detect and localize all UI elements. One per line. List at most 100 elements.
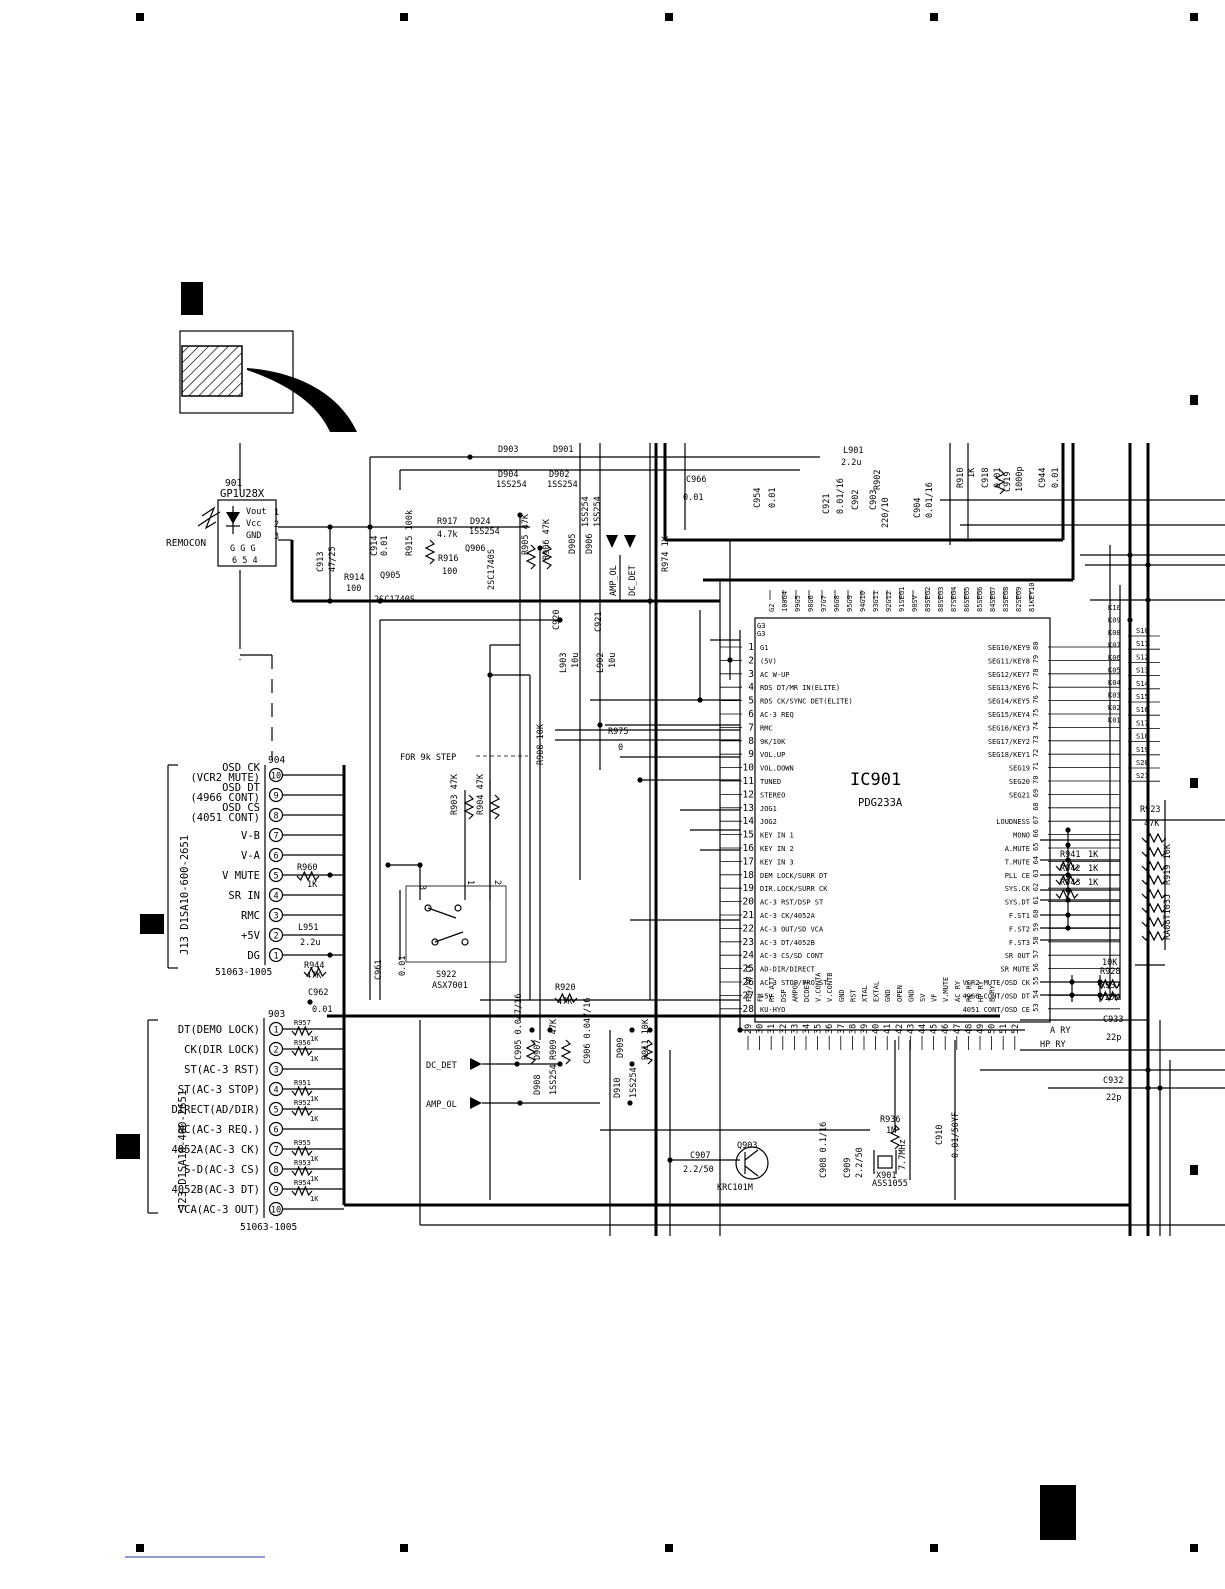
sensor-pin-number: 1 bbox=[274, 508, 279, 518]
resistor-symbol bbox=[489, 794, 501, 820]
resistor-value: 1K bbox=[310, 1115, 319, 1123]
ic-pin-label: FM+/AM CK bbox=[745, 963, 753, 1002]
connector-pin-number: 8 bbox=[273, 812, 278, 822]
junction bbox=[514, 1061, 520, 1067]
part-label: 1000p bbox=[1015, 466, 1025, 492]
connector-pin-number: 2 bbox=[273, 1046, 278, 1056]
junction bbox=[307, 999, 313, 1005]
connector-ref: 903 bbox=[268, 1009, 285, 1020]
connector-j23-outline bbox=[147, 1018, 265, 1218]
connector-pin bbox=[268, 1101, 284, 1117]
ic-pin-number: 82SEG9 bbox=[1015, 587, 1023, 612]
resistor-value: 1K bbox=[310, 1055, 319, 1063]
connector-pin-label: VCA(AC-3 OUT) bbox=[178, 1204, 260, 1216]
ic-pin-number: 91SEG1 bbox=[898, 587, 906, 612]
ic-pin-number: 53 bbox=[1032, 1003, 1040, 1011]
part-label: D904 bbox=[498, 470, 518, 480]
part-label: ASS1055 bbox=[872, 1179, 908, 1189]
ic-pin-label: AC-3 DT/4052B bbox=[760, 939, 815, 947]
connector-pin-number: 4 bbox=[273, 892, 278, 902]
ic-pin-number: 38 bbox=[848, 1024, 858, 1034]
connector-pin-number: 9 bbox=[273, 1186, 278, 1196]
ic-pin-number: 17 bbox=[743, 856, 754, 867]
connector-pin-label: V-B bbox=[241, 830, 260, 842]
ic-pin-number: 83SEG8 bbox=[1002, 587, 1010, 612]
connector-pin-label: OSD DT bbox=[222, 782, 261, 794]
junction bbox=[727, 657, 733, 663]
part-label: C907 bbox=[690, 1151, 710, 1161]
ic-pin-label: 9K/10K bbox=[760, 738, 786, 746]
part-label: A RY bbox=[1050, 1026, 1070, 1036]
junction bbox=[597, 722, 603, 728]
connector-pin-label: 4052A(AC-3 CK) bbox=[171, 1144, 260, 1156]
part-label: 1K bbox=[1088, 850, 1099, 860]
segment-label: S11 bbox=[1136, 640, 1149, 648]
ic-pin-label: FM bbox=[757, 994, 765, 1002]
resistor-symbol bbox=[291, 1025, 313, 1037]
part-label: 0.01/16 bbox=[925, 482, 935, 518]
part-label: C904 bbox=[913, 498, 923, 518]
junction bbox=[1145, 562, 1151, 568]
connector-pin bbox=[268, 1041, 284, 1057]
part-label: 100 bbox=[346, 584, 361, 594]
part-label: C913 bbox=[316, 552, 326, 572]
part-label: Q905 bbox=[380, 571, 400, 581]
part-label: C914 bbox=[370, 536, 380, 556]
junction bbox=[1157, 1085, 1163, 1091]
ic-pin-label: B RY bbox=[989, 984, 997, 1002]
resistor-symbol bbox=[291, 1165, 313, 1177]
part-label: 1K bbox=[1088, 878, 1099, 888]
part-label: R903 47K bbox=[450, 773, 460, 815]
part-label: 47K bbox=[306, 971, 322, 981]
connector-pin bbox=[268, 827, 284, 843]
ic-pin-number: 98G6 bbox=[807, 595, 815, 612]
ic-pin-number: 80 bbox=[1032, 642, 1040, 650]
switch-s922 bbox=[405, 885, 507, 963]
resistor-symbol bbox=[889, 1124, 901, 1150]
resistor-ref: R954 bbox=[294, 1179, 311, 1187]
connector-pin bbox=[268, 807, 284, 823]
ic-pin-label: RDS DT/MR IN(ELITE) bbox=[760, 684, 840, 692]
ic-pin-label: KEY IN 2 bbox=[760, 845, 794, 853]
connector-pin-number: 6 bbox=[273, 852, 278, 862]
junction bbox=[629, 1027, 635, 1033]
resistor-symbol bbox=[525, 544, 537, 570]
resistor-symbol bbox=[424, 539, 436, 565]
part-label: 2SC1740S bbox=[487, 549, 497, 590]
resistor-symbol bbox=[525, 1039, 537, 1065]
connector-pin-label: V-A bbox=[241, 850, 261, 862]
part-label: R974 1K bbox=[661, 535, 671, 572]
junction bbox=[367, 524, 373, 530]
part-label: 0.01/16 bbox=[836, 478, 846, 514]
ic-pin-label: RC RY bbox=[965, 980, 973, 1002]
connector-footer: 51063-1005 bbox=[240, 1222, 297, 1233]
junction bbox=[1065, 827, 1071, 833]
part-label: 1K bbox=[307, 880, 318, 890]
ic-pin-label: KEY IN 1 bbox=[760, 832, 794, 840]
connector-pin-number: 10 bbox=[271, 772, 281, 782]
part-label: R917 bbox=[437, 517, 457, 527]
ic-pin-label: LOUDNESS bbox=[996, 818, 1030, 826]
connector-pin-number: 7 bbox=[273, 1146, 278, 1156]
part-label: L951 bbox=[298, 923, 318, 933]
ic-pin-label: 4051 CONT/OSD CE bbox=[963, 1006, 1030, 1014]
connector-pin-label: NC(AC-3 REQ.) bbox=[178, 1124, 260, 1136]
connector-pin-label: OSD CS bbox=[222, 802, 260, 814]
junction bbox=[517, 1100, 523, 1106]
junction bbox=[529, 1027, 535, 1033]
part-label: D906 bbox=[585, 534, 595, 554]
ic-pin-label: SEG10/KEY9 bbox=[988, 644, 1030, 652]
ic-pin-number: 47 bbox=[953, 1024, 963, 1034]
connector-pin-number: 9 bbox=[273, 792, 278, 802]
part-label: 3 bbox=[417, 885, 427, 890]
ic-pin-number: 6 bbox=[748, 709, 754, 720]
ic-pin-number: 71 bbox=[1032, 762, 1040, 770]
ic-pin-label: VOL.UP bbox=[760, 751, 785, 759]
junction bbox=[327, 598, 333, 604]
resistor-symbol bbox=[1097, 978, 1121, 990]
part-label: R908 10K bbox=[536, 723, 546, 765]
connector-pin-number: 5 bbox=[273, 1106, 278, 1116]
ic-pin-number: 58 bbox=[1032, 936, 1040, 944]
ic-pin-number: 19 bbox=[743, 883, 755, 894]
part-label: 0.01 bbox=[398, 956, 408, 976]
